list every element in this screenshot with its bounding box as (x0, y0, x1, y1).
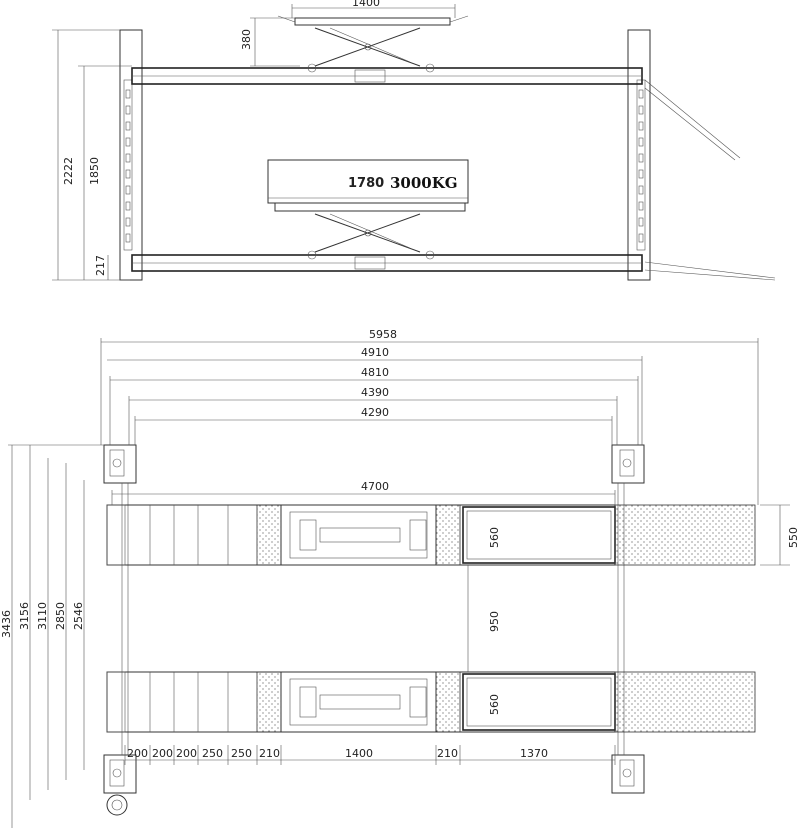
left-column (119, 29, 143, 281)
dim-4290: 4290 (361, 406, 389, 419)
top-dimension-lines (100, 338, 790, 566)
dim-seg-1: 200 (127, 747, 148, 760)
dim-runway-width: 550 (787, 527, 800, 548)
dim-seg-6: 210 (259, 747, 280, 760)
dim-4810: 4810 (361, 366, 389, 379)
power-unit (106, 794, 128, 816)
upper-runway (131, 67, 643, 85)
post-top-right (611, 444, 645, 484)
lower-runway (131, 254, 643, 272)
dim-overall-height: 2222 (62, 157, 75, 185)
dim-base-offset: 217 (94, 255, 107, 276)
side-view: 1400 380 2222 1850 217 1780 3000KG (52, 0, 776, 281)
post-top-left (103, 444, 137, 484)
dim-3156: 3156 (18, 602, 31, 630)
dim-2850: 2850 (54, 602, 67, 630)
dim-overall-length: 5958 (369, 328, 397, 341)
dim-seg-4: 250 (202, 747, 223, 760)
capacity-width-label: 1780 (348, 176, 384, 191)
dim-3436: 3436 (0, 610, 13, 638)
dim-pad-560-top: 560 (488, 527, 501, 548)
runway-bottom (106, 671, 616, 733)
post-bottom-left (103, 754, 137, 794)
right-column (627, 29, 651, 281)
left-dimension-lines (8, 444, 104, 828)
ramp-top (614, 504, 756, 566)
dim-seg-9: 1370 (520, 747, 548, 760)
dim-seg-8: 210 (437, 747, 458, 760)
ramp-bottom (614, 671, 756, 733)
dim-runway-length: 4700 (361, 480, 389, 493)
dim-pad-560-bottom: 560 (488, 694, 501, 715)
dim-seg-7: 1400 (345, 747, 373, 760)
dim-seg-5: 250 (231, 747, 252, 760)
dim-lift-height: 380 (240, 29, 253, 50)
bottom-scissor-jack (274, 202, 466, 260)
dim-runway-gap: 950 (488, 611, 501, 632)
post-bottom-right (611, 754, 645, 794)
dim-4910: 4910 (361, 346, 389, 359)
dim-3110: 3110 (36, 602, 49, 630)
capacity-label: 3000KG (390, 174, 458, 192)
dim-seg-3: 200 (176, 747, 197, 760)
top-view: 5958 4910 4810 4390 4290 4700 550 560 56… (0, 328, 800, 828)
dim-platform-height: 1850 (88, 157, 101, 185)
top-scissor-jack (277, 15, 469, 73)
approach-ramps (644, 79, 776, 281)
bottom-dimension-lines (124, 565, 616, 765)
dim-seg-2: 200 (152, 747, 173, 760)
dim-4390: 4390 (361, 386, 389, 399)
side-dimension-lines (52, 4, 456, 281)
runway-top (106, 504, 616, 566)
dim-2546: 2546 (72, 602, 85, 630)
dim-pad-width: 1400 (352, 0, 380, 9)
